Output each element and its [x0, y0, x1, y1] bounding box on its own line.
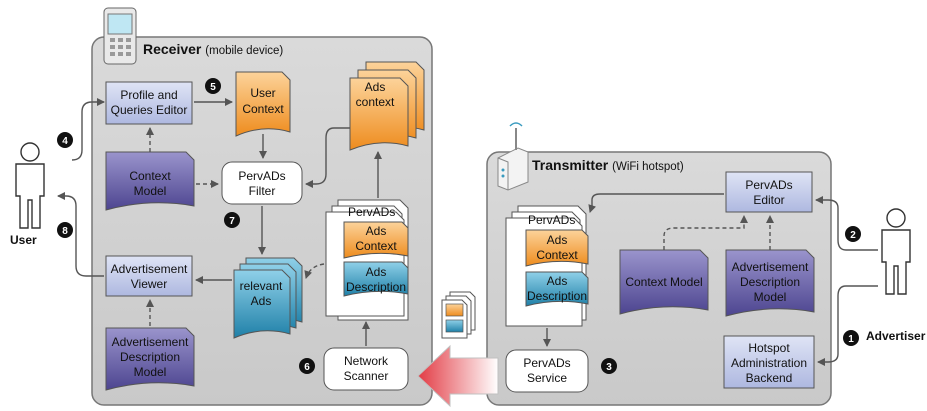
step-badge-6: 6	[299, 358, 315, 374]
connectors	[57, 98, 878, 366]
svg-text:User: User	[250, 86, 275, 100]
svg-text:8: 8	[62, 226, 68, 237]
advertiser-figure-icon	[881, 208, 911, 295]
svg-text:Model: Model	[754, 290, 787, 304]
pervads-editor: PervADs Editor	[725, 171, 813, 213]
svg-text:Model: Model	[134, 184, 167, 198]
network-scanner: Network Scanner	[323, 347, 409, 391]
step-badge-4: 4	[57, 132, 73, 148]
svg-text:Profile and: Profile and	[120, 88, 177, 102]
svg-text:Filter: Filter	[249, 184, 276, 198]
pervads-service: PervADs Service	[505, 349, 589, 393]
svg-text:Service: Service	[527, 371, 567, 385]
step-badge-5: 5	[205, 78, 221, 94]
step-badge-7: 7	[224, 212, 240, 228]
user-label: User	[10, 233, 37, 247]
advertisement-viewer: Advertisement Viewer	[105, 255, 193, 297]
step-badge-8: 8	[57, 222, 73, 238]
receiver-pervads-doc-stack: PervADs	[325, 199, 409, 321]
svg-text:Context: Context	[355, 239, 397, 253]
svg-text:Advertisement: Advertisement	[732, 260, 809, 274]
svg-text:1: 1	[848, 334, 854, 345]
svg-text:PervADs: PervADs	[528, 213, 575, 227]
transmitter-pervads-doc-stack: PervADs	[505, 205, 587, 327]
svg-text:relevant: relevant	[240, 279, 283, 293]
transmitter-ad-description-model: Advertisement Description Model	[725, 249, 815, 317]
mobile-phone-icon	[103, 7, 137, 65]
svg-text:Context: Context	[536, 248, 578, 262]
svg-text:Context: Context	[242, 102, 284, 116]
svg-text:Backend: Backend	[746, 371, 793, 385]
svg-text:Viewer: Viewer	[131, 277, 167, 291]
svg-text:Ads: Ads	[366, 224, 387, 238]
svg-text:7: 7	[229, 216, 235, 227]
user-figure-icon	[15, 142, 45, 229]
svg-text:Description: Description	[527, 289, 587, 303]
receiver-ad-description-model: Advertisement Description Model	[105, 327, 195, 391]
svg-text:5: 5	[210, 82, 216, 93]
receiver-ads-description-doc: Ads Description	[343, 261, 409, 297]
svg-text:Context Model: Context Model	[625, 275, 702, 289]
svg-text:Advertisement: Advertisement	[111, 262, 188, 276]
svg-text:Ads: Ads	[365, 80, 386, 94]
pervads-filter: PervADs Filter	[221, 161, 303, 205]
svg-text:Description: Description	[120, 350, 180, 364]
svg-text:4: 4	[62, 136, 68, 147]
svg-text:PervADs: PervADs	[238, 169, 285, 183]
broadcast-docs-icon	[441, 291, 476, 339]
user-context-doc: User Context	[235, 71, 291, 137]
broadcast-arrow	[417, 344, 499, 408]
svg-text:Queries Editor: Queries Editor	[111, 103, 188, 117]
svg-text:2: 2	[850, 230, 856, 241]
step-badge-1: 1	[843, 330, 859, 346]
svg-text:Scanner: Scanner	[344, 369, 389, 383]
receiver-title: Receiver (mobile device)	[143, 41, 283, 57]
svg-text:Advertisement: Advertisement	[112, 335, 189, 349]
step-badge-3: 3	[601, 358, 617, 374]
svg-text:3: 3	[606, 362, 612, 373]
receiver-context-model: Context Model	[105, 151, 195, 211]
svg-text:Ads: Ads	[547, 274, 568, 288]
svg-text:Ads: Ads	[251, 294, 272, 308]
profile-queries-editor: Profile and Queries Editor	[105, 81, 193, 125]
relevant-ads-doc-stack: relevant Ads	[233, 257, 303, 339]
svg-text:PervADs: PervADs	[745, 178, 792, 192]
wifi-router-icon	[497, 122, 529, 191]
svg-text:context: context	[356, 95, 395, 109]
svg-text:Description: Description	[346, 280, 406, 294]
transmitter-ads-context-doc: Ads Context	[525, 229, 589, 267]
svg-text:Network: Network	[344, 354, 389, 368]
receiver-ads-context-doc: Ads Context	[343, 221, 409, 259]
svg-text:Ads: Ads	[547, 233, 568, 247]
svg-text:PervADs: PervADs	[523, 356, 570, 370]
advertiser-label: Advertiser	[866, 329, 926, 343]
svg-text:6: 6	[304, 362, 310, 373]
svg-text:Administration: Administration	[731, 356, 807, 370]
transmitter-context-model: Context Model	[619, 249, 709, 315]
step-badge-2: 2	[845, 226, 861, 242]
transmitter-ads-description-doc: Ads Description	[525, 271, 589, 307]
svg-text:PervADs: PervADs	[348, 205, 395, 219]
svg-text:Hotspot: Hotspot	[748, 341, 790, 355]
hotspot-administration-backend: Hotspot Administration Backend	[723, 335, 815, 389]
svg-text:Editor: Editor	[753, 193, 784, 207]
svg-text:Model: Model	[134, 365, 167, 379]
svg-text:Ads: Ads	[366, 265, 387, 279]
ads-context-doc-stack: Ads context	[349, 61, 425, 151]
transmitter-title: Transmitter (WiFi hotspot)	[532, 157, 684, 173]
svg-text:Description: Description	[740, 275, 800, 289]
svg-text:Context: Context	[129, 169, 171, 183]
